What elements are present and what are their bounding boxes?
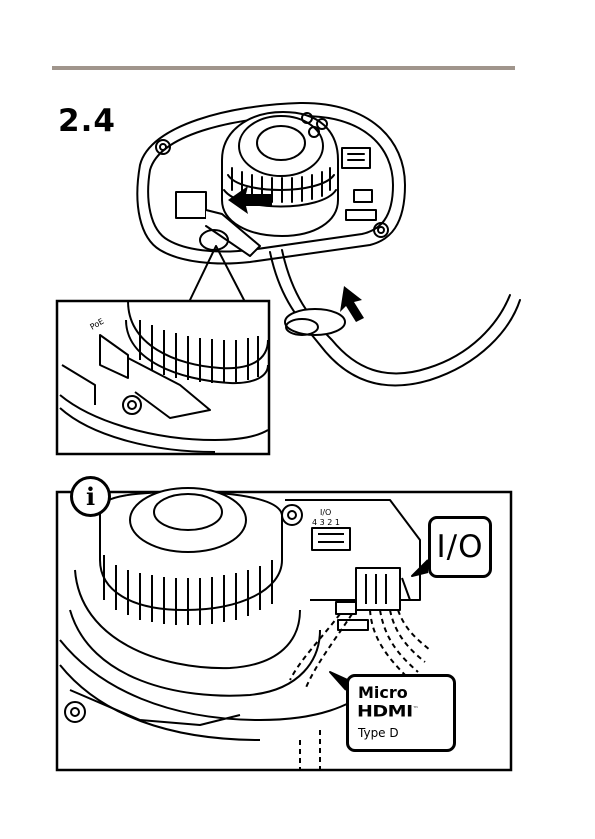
io-pin-numbers: 4 3 2 1	[312, 518, 340, 527]
io-callout-label: I/O	[431, 519, 489, 575]
io-callout: I/O	[428, 516, 492, 578]
hdmi-type-label: Type D	[358, 726, 399, 740]
hdmi-logo-text: HDMI	[357, 702, 413, 721]
hdmi-trademark: ™	[413, 706, 419, 712]
info-icon-glyph: i	[73, 479, 108, 514]
hdmi-logo: HDMI™	[357, 702, 418, 721]
hdmi-callout: Micro HDMI™ Type D	[346, 674, 456, 752]
io-header-label: I/O	[320, 508, 331, 517]
info-icon: i	[70, 476, 111, 517]
hdmi-micro-label: Micro	[358, 683, 408, 702]
